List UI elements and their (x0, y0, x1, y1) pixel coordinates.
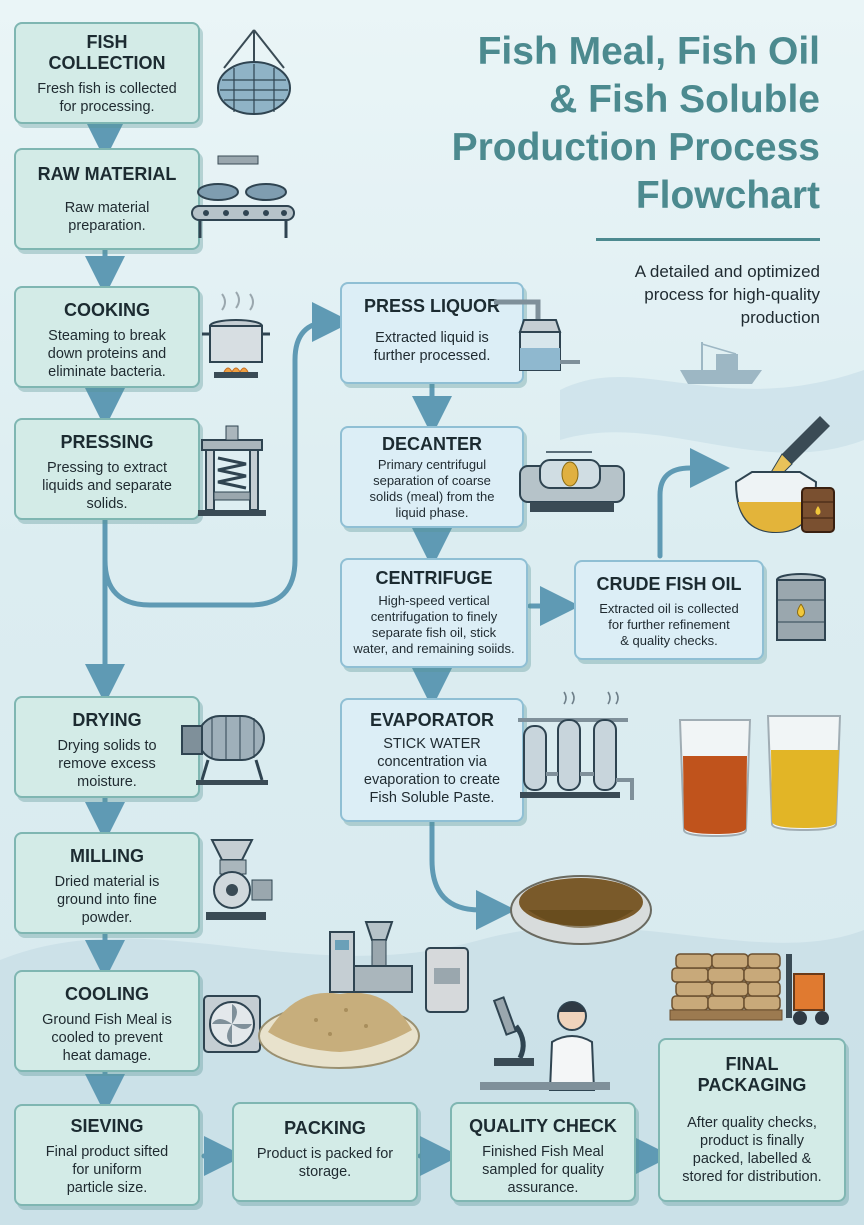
subtitle-line-3: production (740, 308, 820, 327)
grinder-icon (206, 839, 273, 920)
sack-icon (425, 947, 469, 1013)
fishing-boat-icon (680, 342, 762, 384)
oil-dropper-icon (734, 416, 830, 534)
press-machine-icon (198, 425, 266, 516)
step-title: PACKING (284, 1118, 366, 1138)
arrow-oil-dropper (657, 448, 730, 559)
conveyor-fish-icon (191, 155, 295, 238)
dryer-drum-icon (181, 715, 268, 785)
step-title: CENTRIFUGE (375, 568, 493, 588)
step-title: PRESS LIQUOR (363, 296, 501, 316)
soluble-paste-dish-icon (510, 875, 652, 945)
step-title: QUALITY CHECK (469, 1116, 617, 1136)
step-title: CRUDE FISH OIL (596, 574, 742, 594)
step-title: RAW MATERIAL (37, 164, 177, 184)
title-divider (596, 238, 820, 241)
microscope-scientist-icon (480, 996, 610, 1091)
cooling-fan-icon (203, 995, 261, 1053)
step-title: COOKING (63, 300, 150, 320)
step-title: PRESSING (60, 432, 154, 452)
step-title: DRYING (72, 710, 142, 730)
steam-pot-icon (202, 291, 270, 378)
subtitle-line-2: process for high-quality (644, 285, 820, 304)
subtitle-line-1: A detailed and optimized (634, 262, 820, 281)
title-line-2: & Fish Soluble (549, 78, 820, 121)
step-title: DECANTER (381, 434, 482, 454)
step-title: COOLING (65, 984, 149, 1004)
oil-drum-icon (776, 573, 826, 641)
title-line-3: Production Process (451, 126, 820, 169)
arrow-pressing-press-liquor (102, 302, 352, 608)
decanter-machine-icon (519, 451, 625, 512)
arrow-evaporator-paste (429, 819, 516, 930)
title-line-4: Flowchart (635, 174, 820, 217)
tank-icon (494, 299, 580, 371)
step-title: MILLING (70, 846, 144, 866)
step-title: EVAPORATOR (369, 710, 494, 730)
packing-machine-icon (329, 921, 413, 993)
evaporator-columns-icon (518, 691, 634, 800)
oil-beakers-icon (678, 715, 842, 838)
step-crude-fish-oil: CRUDE FISH OIL Extracted oil is collecte… (574, 560, 764, 660)
pallet-forklift-icon (669, 953, 829, 1025)
fish-net-icon (217, 29, 291, 115)
page-subtitle: A detailed and optimized process for hig… (520, 260, 820, 329)
page-title: Fish Meal, Fish Oil & Fish Soluble Produ… (360, 28, 820, 220)
title-line-1: Fish Meal, Fish Oil (477, 30, 820, 73)
background-wave (560, 370, 864, 453)
oil-drum-icon (801, 487, 835, 533)
meal-powder-dish-icon (258, 992, 420, 1069)
step-title: SIEVING (70, 1116, 144, 1136)
